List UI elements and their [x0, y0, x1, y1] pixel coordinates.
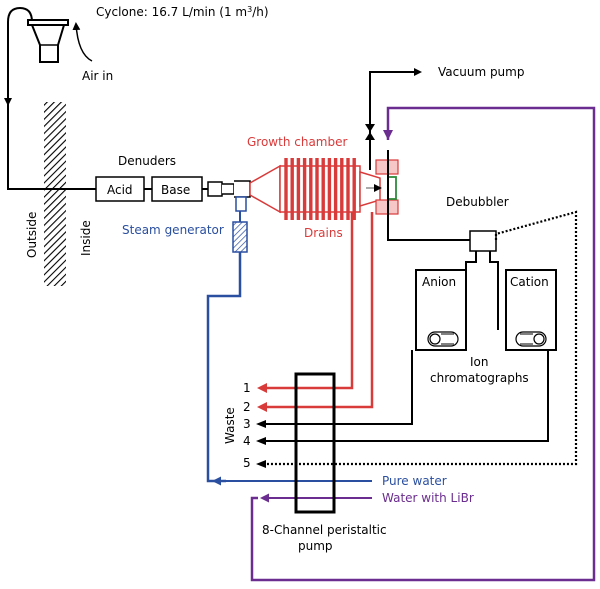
chromatographs-label: chromatographs [430, 371, 529, 385]
channel-3: 3 [243, 417, 251, 431]
growth-chamber [249, 158, 399, 220]
drains-label: Drains [304, 226, 343, 240]
steam-generator [232, 221, 248, 253]
pump-label-line2: pump [298, 539, 333, 553]
debubbler-label: Debubbler [446, 195, 509, 209]
steam-generator-label: Steam generator [122, 223, 224, 237]
libr-loop [250, 106, 596, 582]
channel-2: 2 [243, 400, 251, 414]
pure-water-label: Pure water [382, 474, 447, 488]
debubbler-line [387, 150, 470, 241]
base-label: Base [161, 183, 190, 197]
water-libr-label: Water with LiBr [382, 491, 474, 505]
wall [44, 102, 66, 286]
waste-line-3 [262, 350, 413, 425]
inside-label: Inside [79, 220, 93, 256]
debubbler [469, 230, 497, 252]
waste-line-4 [262, 350, 549, 442]
acid-label: Acid [107, 183, 133, 197]
channel-5: 5 [243, 456, 251, 470]
denuders-label: Denuders [118, 154, 176, 168]
drain-line-2 [257, 212, 374, 412]
vacuum-line [369, 68, 422, 170]
vacuum-pump-label: Vacuum pump [438, 65, 524, 79]
anion-label: Anion [422, 275, 456, 289]
channel-1: 1 [243, 381, 251, 395]
steam-connector [207, 180, 251, 212]
cyclone-title: Cyclone: 16.7 L/min (1 m3/h) [96, 5, 269, 20]
channel-4: 4 [243, 434, 251, 448]
peristaltic-pump [294, 372, 336, 514]
growth-chamber-label: Growth chamber [247, 135, 347, 149]
drain-line-1 [257, 212, 354, 393]
pump-label-line1: 8-Channel peristaltic [262, 523, 387, 537]
ion-label: Ion [470, 355, 489, 369]
air-in-label: Air in [82, 69, 113, 83]
waste-label: Waste [223, 407, 237, 444]
outside-label: Outside [25, 212, 39, 258]
cation-label: Cation [510, 275, 549, 289]
cyclone-icon [4, 6, 93, 190]
pure-water-line [206, 252, 242, 483]
